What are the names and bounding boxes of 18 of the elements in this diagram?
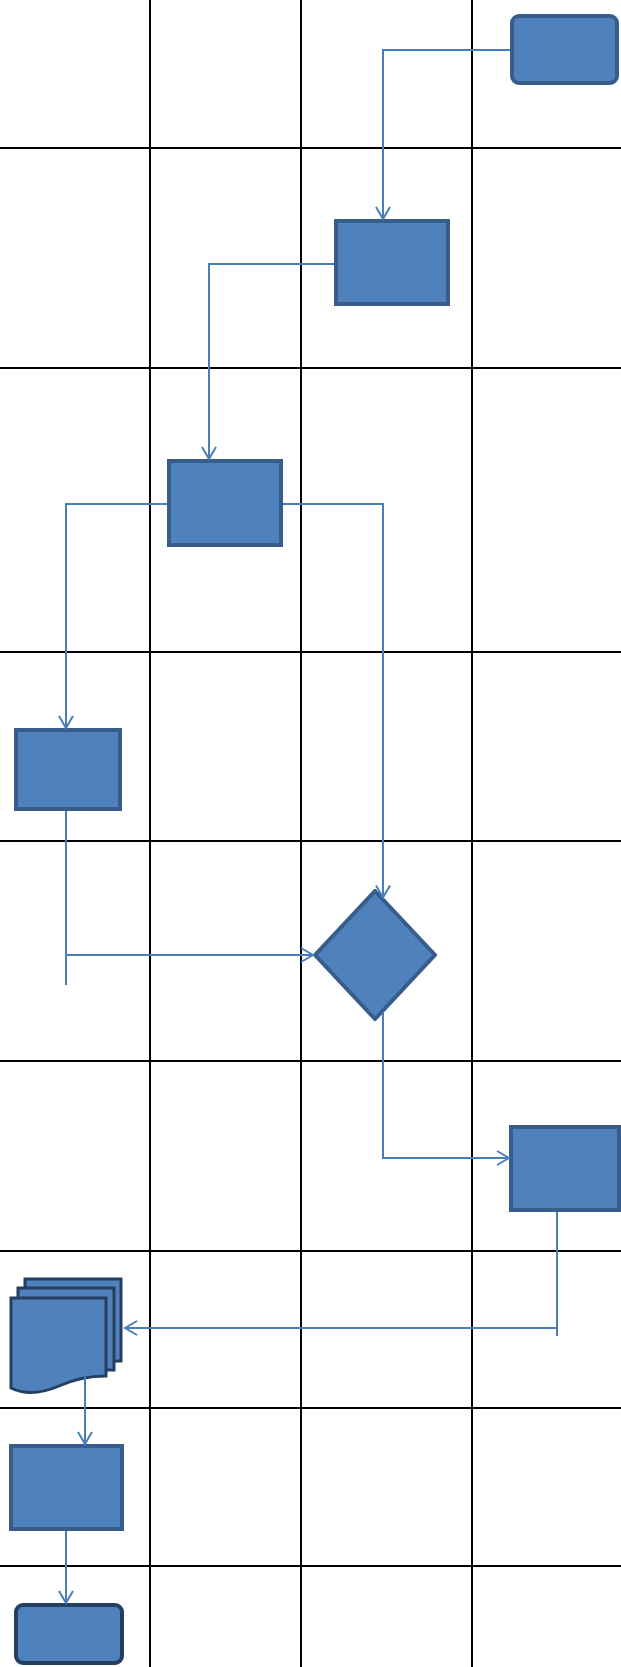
arrow	[375, 49, 511, 220]
arrow	[77, 1375, 93, 1445]
multi-document-shape	[9, 1276, 125, 1396]
arrow	[124, 1211, 558, 1337]
arrow	[58, 503, 168, 729]
process-box	[167, 459, 283, 547]
process-box	[14, 728, 122, 811]
arrow	[282, 503, 391, 899]
process-box	[509, 1125, 621, 1212]
arrow	[382, 1011, 510, 1166]
process-box	[9, 1444, 124, 1531]
arrow	[65, 810, 314, 986]
arrow	[201, 263, 335, 460]
terminal-box	[14, 1603, 124, 1665]
process-box	[334, 219, 450, 306]
arrow	[58, 1530, 74, 1604]
terminal-box	[510, 14, 619, 85]
decision-diamond	[313, 889, 437, 1021]
